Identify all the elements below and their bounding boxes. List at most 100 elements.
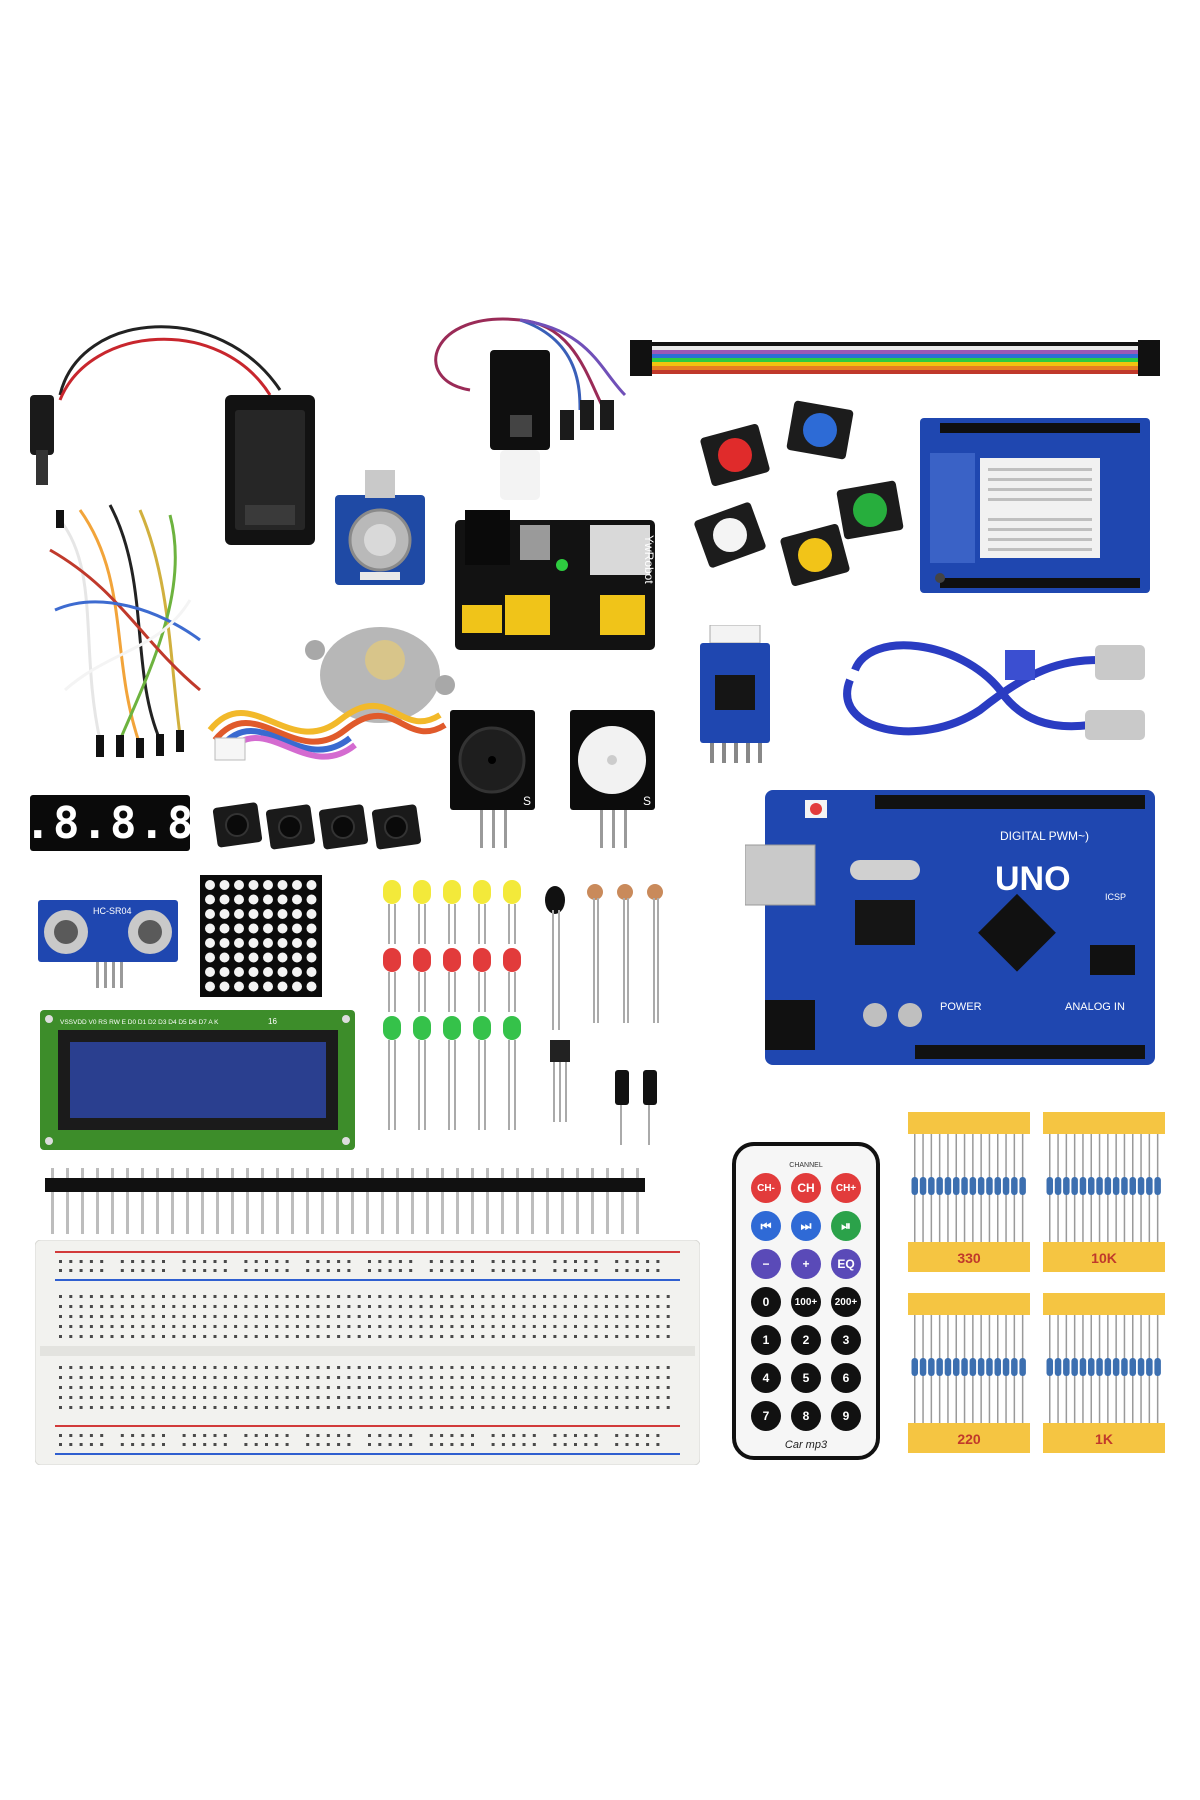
matrix-dot [205, 952, 215, 963]
resistor [1079, 1177, 1087, 1195]
ultrasonic-label: HC-SR04 [93, 906, 132, 916]
resistor [994, 1358, 1001, 1376]
remote-button[interactable]: 8 [791, 1401, 821, 1431]
uno-analog-label: ANALOG IN [1065, 1001, 1125, 1013]
remote-button[interactable]: 100+ [791, 1287, 821, 1317]
resistor [1146, 1177, 1153, 1195]
matrix-dot [248, 981, 259, 992]
header-pin [156, 1168, 159, 1178]
led [473, 948, 491, 1012]
matrix-dot [277, 909, 288, 919]
seven-segment-digits: 8.8.8.8. [0, 797, 224, 849]
uno-title: UNO [995, 860, 1071, 898]
resistor [1104, 1358, 1112, 1376]
matrix-dot [306, 952, 317, 963]
usb-cable [843, 641, 1145, 740]
matrix-dot [277, 894, 288, 905]
header-pin [276, 1168, 279, 1178]
header-pin [636, 1168, 639, 1178]
uno-icsp-label: ICSP [1105, 892, 1126, 902]
remote-button[interactable]: 5 [791, 1363, 821, 1393]
stepper-motor [207, 627, 455, 761]
resistor [1054, 1177, 1062, 1195]
matrix-dot [306, 894, 317, 905]
header-pin [606, 1168, 609, 1178]
resistor [1046, 1358, 1053, 1376]
remote-button[interactable]: 4 [751, 1363, 781, 1393]
matrix-dot [234, 967, 244, 977]
header-pin [561, 1168, 564, 1178]
resistor-pack-220: 220 [908, 1293, 1030, 1455]
matrix-dot [234, 923, 244, 934]
header-pin [471, 1168, 474, 1178]
resistor [1002, 1358, 1010, 1376]
matrix-dot [263, 880, 273, 890]
matrix-dot [205, 894, 215, 905]
led [413, 880, 431, 944]
arduino-uno-board: UNO DIGITAL PWM~) POWER ANALOG IN ICSP [745, 790, 1155, 1065]
ultrasonic-sensor: HC-SR04 [38, 900, 178, 988]
matrix-dot [248, 923, 259, 934]
remote-button[interactable]: CH- [751, 1173, 781, 1203]
remote-button[interactable]: 9 [831, 1401, 861, 1431]
pin-headers [45, 1168, 645, 1234]
remote-button[interactable]: 1 [751, 1325, 781, 1355]
remote-button[interactable]: ⏮ [751, 1211, 781, 1241]
matrix-dot [263, 923, 273, 934]
header-pin [171, 1168, 174, 1178]
matrix-dot [292, 952, 302, 963]
uno-digital-label: DIGITAL PWM~) [1000, 829, 1089, 843]
header-pin [306, 1168, 309, 1178]
matrix-dot [219, 909, 230, 919]
resistor [977, 1358, 985, 1376]
header-pin [456, 1168, 459, 1178]
matrix-dot [306, 880, 317, 890]
matrix-dot [219, 880, 230, 890]
matrix-dot [292, 909, 302, 919]
matrix-dot [234, 981, 244, 992]
header-pin [516, 1168, 519, 1178]
resistor [1071, 1177, 1078, 1195]
header-pin [366, 1168, 369, 1178]
remote-button[interactable]: CH [791, 1173, 821, 1203]
matrix-dot [219, 894, 230, 905]
remote-button[interactable]: 7 [751, 1401, 781, 1431]
matrix-dot [205, 909, 215, 919]
remote-button[interactable]: 0 [751, 1287, 781, 1317]
header-pin [81, 1168, 84, 1178]
header-pin [291, 1168, 294, 1178]
resistor [1019, 1177, 1026, 1195]
matrix-dot [219, 967, 230, 977]
lcd-pin-labels: VSSVDD V0 RS RW E D0 D1 D2 D3 D4 D5 D6 D… [60, 1019, 219, 1026]
remote-button[interactable]: ⏯ [831, 1211, 861, 1241]
remote-button[interactable]: ⏭ [791, 1211, 821, 1241]
matrix-dot [263, 894, 273, 905]
remote-brand: Car mp3 [784, 1439, 828, 1451]
matrix-dot [234, 909, 244, 919]
matrix-dot [205, 923, 215, 934]
remote-button[interactable]: CH+ [831, 1173, 861, 1203]
remote-button[interactable]: 6 [831, 1363, 861, 1393]
resistor [911, 1358, 918, 1376]
lcd-num-label: 16 [268, 1017, 277, 1026]
resistor [911, 1177, 918, 1195]
breadboard-holes [59, 1260, 670, 1446]
header-pin [96, 1168, 99, 1178]
prototype-shield [920, 418, 1150, 593]
matrix-dot [306, 967, 317, 977]
remote-button[interactable]: EQ [831, 1249, 861, 1279]
matrix-dot [219, 923, 230, 934]
header-pin [381, 1168, 384, 1178]
remote-button[interactable]: 3 [831, 1325, 861, 1355]
remote-button[interactable]: − [751, 1249, 781, 1279]
remote-button[interactable]: 200+ [831, 1287, 861, 1317]
remote-button[interactable]: 2 [791, 1325, 821, 1355]
resistor [919, 1177, 927, 1195]
remote-button[interactable]: + [791, 1249, 821, 1279]
header-pin [591, 1168, 594, 1178]
matrix-dot [306, 938, 317, 948]
resistor [936, 1177, 943, 1195]
resistor [986, 1358, 993, 1376]
header-pin [126, 1168, 129, 1178]
